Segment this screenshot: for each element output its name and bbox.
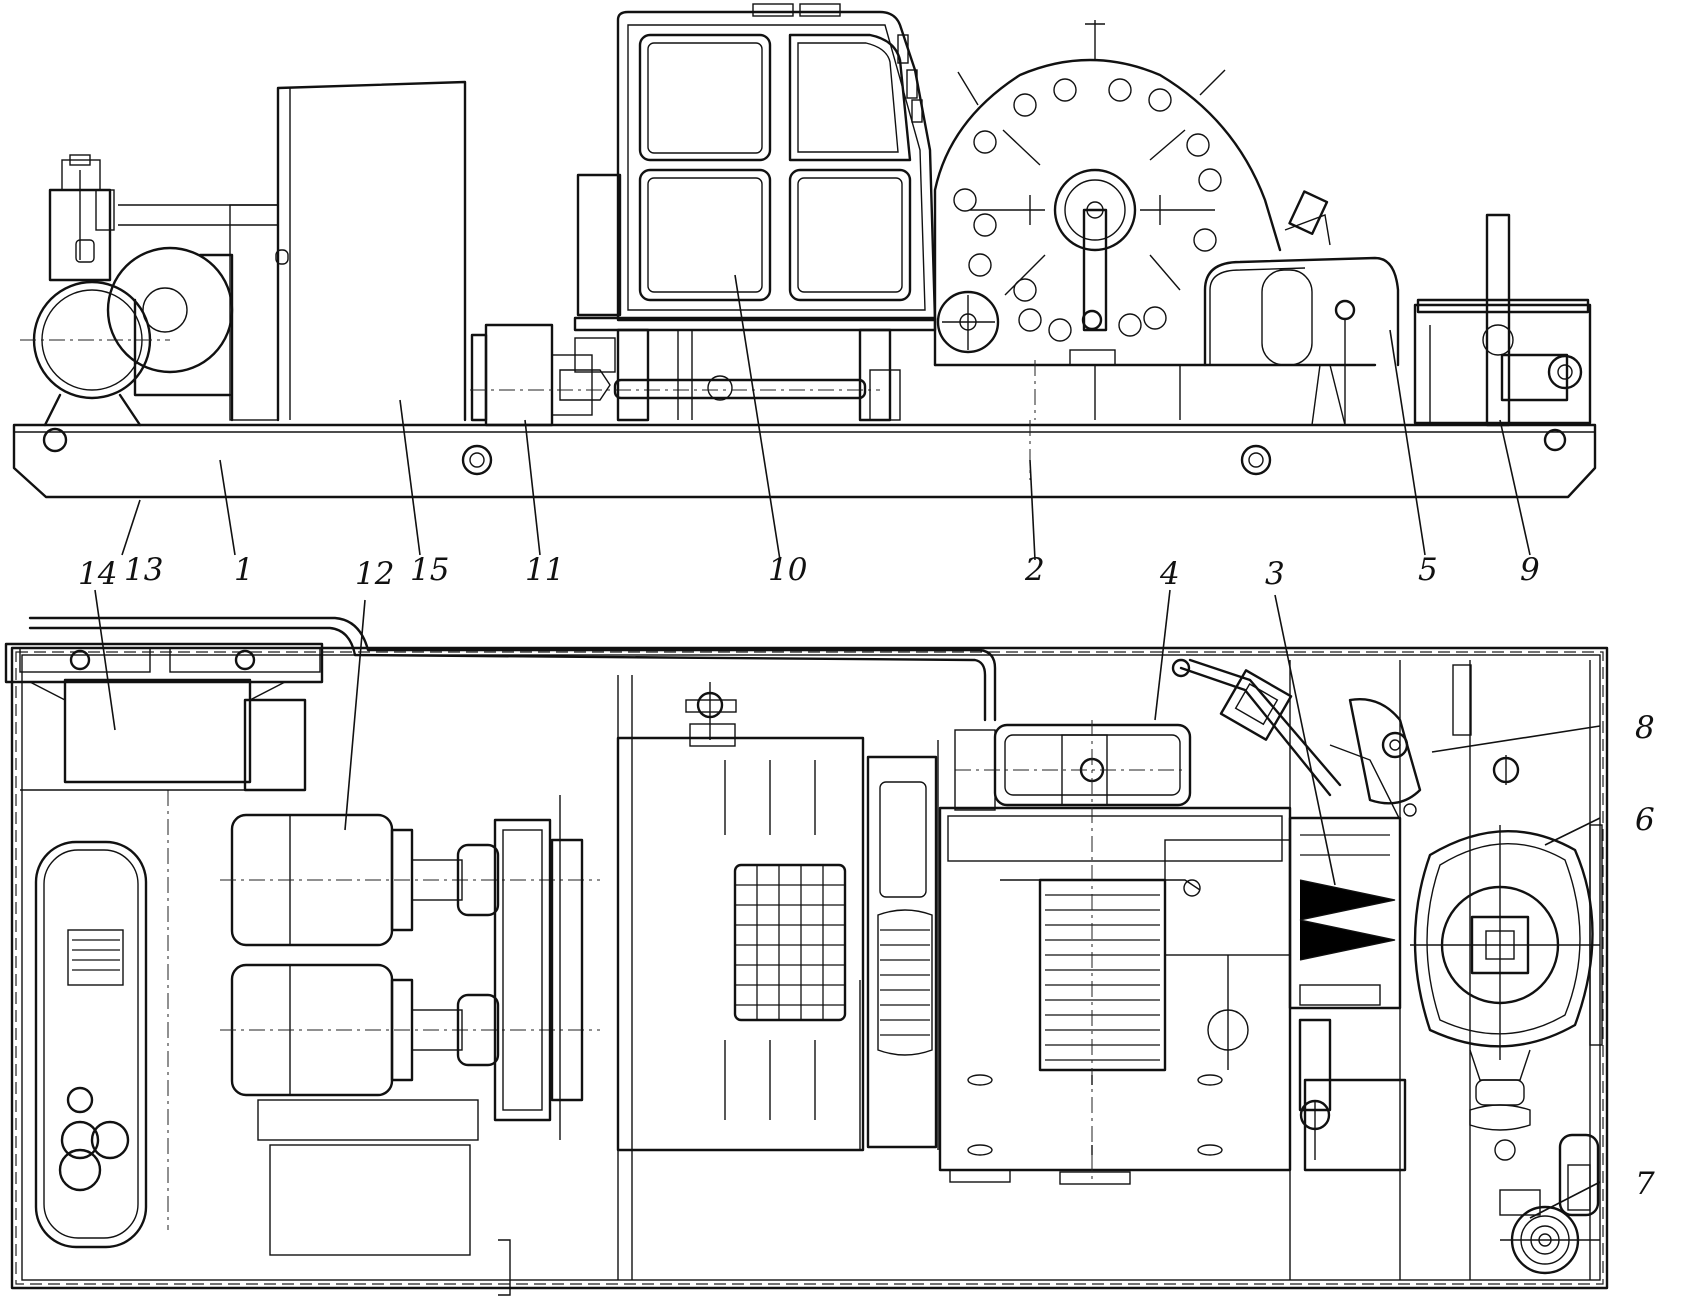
label-14: 14 [78,556,117,592]
housing-bolt-circles [953,78,1222,342]
lever-8 [1171,658,1422,821]
winch-housing-2 [933,20,1377,420]
label-7: 7 [1635,1166,1655,1202]
label-5: 5 [1418,552,1438,588]
label-8: 8 [1635,710,1655,746]
frame-dividers [617,660,1591,1280]
label-11: 11 [525,552,564,588]
cab-plan [616,682,938,1152]
brake-block-5 [1203,256,1400,426]
label-12: 12 [355,556,394,592]
gearbox-11 [470,323,901,427]
callout-labels: 13 1 15 11 10 2 5 9 14 12 4 3 8 6 7 [78,552,1655,1202]
side-view [12,3,1597,499]
rope-drum [1045,894,1160,1061]
brake-unit-3 [1288,816,1407,1172]
label-6: 6 [1635,802,1655,838]
label-4: 4 [1159,556,1180,592]
motors-12 [220,795,600,1296]
top-rail [4,616,997,722]
cabinet-15 [275,80,467,422]
label-13: 13 [124,552,163,588]
winch-drum-4 [938,720,1292,1185]
seat-grid [733,863,847,1022]
label-15: 15 [410,552,449,588]
plan-view [4,616,1609,1296]
leader-lines [94,274,1601,1219]
pump-7 [1499,1133,1600,1275]
label-1: 1 [234,552,254,588]
rotary-table-6 [1410,664,1603,1161]
compressor-side [20,154,279,427]
label-2: 2 [1024,552,1045,588]
skid-frame [12,420,1597,499]
label-9: 9 [1520,552,1540,588]
label-3: 3 [1265,556,1285,592]
operator-cab-10 [573,3,937,422]
post-9 [1413,213,1592,427]
label-10: 10 [768,552,807,588]
receiver-14 [20,678,307,1249]
